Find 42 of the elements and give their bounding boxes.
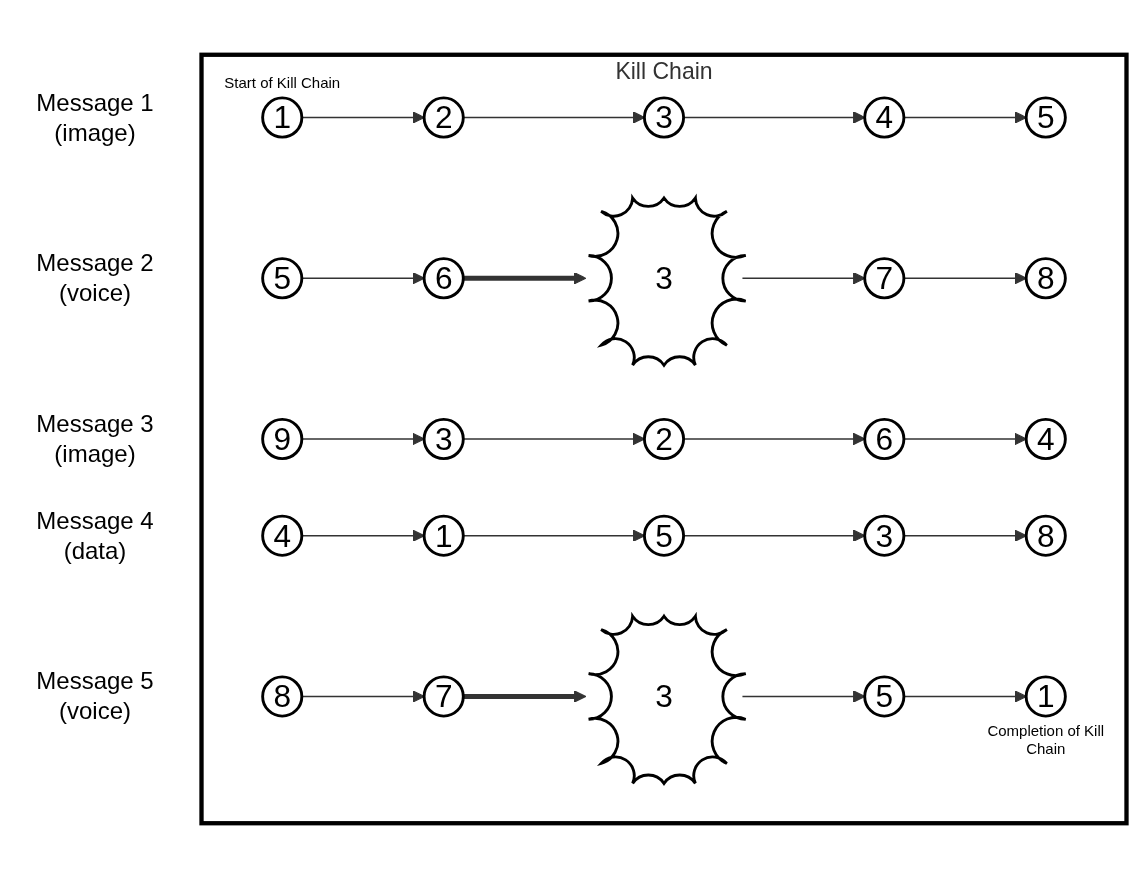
arrow: [463, 271, 587, 285]
arrow: [463, 690, 587, 703]
node-circle: 6: [422, 257, 465, 300]
row-label: Message 3 (image): [35, 409, 155, 469]
node-circle: 2: [422, 96, 465, 139]
arrow: [903, 690, 1027, 703]
node-circle: 7: [422, 675, 465, 718]
arrow: [301, 690, 425, 703]
arrow: [903, 529, 1027, 543]
row-label: Message 5 (voice): [35, 666, 155, 727]
node-circle: 1: [422, 514, 465, 557]
row-label: Message 1 (image): [35, 87, 155, 148]
node-circle: 3: [863, 514, 906, 557]
arrow: [301, 271, 425, 285]
node-circle: 6: [863, 417, 906, 461]
node-circle: 5: [642, 514, 686, 557]
row-label: Message 4 (data): [35, 505, 155, 566]
node-circle: 5: [261, 257, 304, 300]
node-caption: Completion of Kill Chain: [986, 722, 1106, 759]
node-circle: 9: [261, 417, 304, 461]
row-label: Message 2 (voice): [35, 248, 155, 309]
node-circle: 1: [1024, 675, 1067, 718]
node-circle: 7: [863, 257, 906, 300]
node-circle: 4: [1024, 417, 1067, 461]
node-caption: Start of Kill Chain: [223, 73, 342, 92]
arrow: [903, 111, 1027, 124]
arrow: [301, 432, 425, 446]
node-circle: 8: [1024, 257, 1067, 300]
node-circle: 3: [422, 417, 465, 461]
node-circle: 3: [642, 96, 686, 139]
arrow: [301, 111, 425, 124]
node-circle: 4: [261, 514, 304, 557]
node-circle: 4: [863, 96, 906, 139]
node-circle: 1: [261, 96, 304, 139]
arrow: [903, 271, 1027, 285]
node-circle: 8: [261, 675, 304, 718]
arrow: [301, 529, 425, 543]
node-circle: 2: [642, 417, 686, 461]
node-circle: 8: [1024, 514, 1067, 557]
node-circle: 5: [863, 675, 906, 718]
node-circle: 5: [1024, 96, 1067, 139]
arrow: [903, 432, 1027, 446]
